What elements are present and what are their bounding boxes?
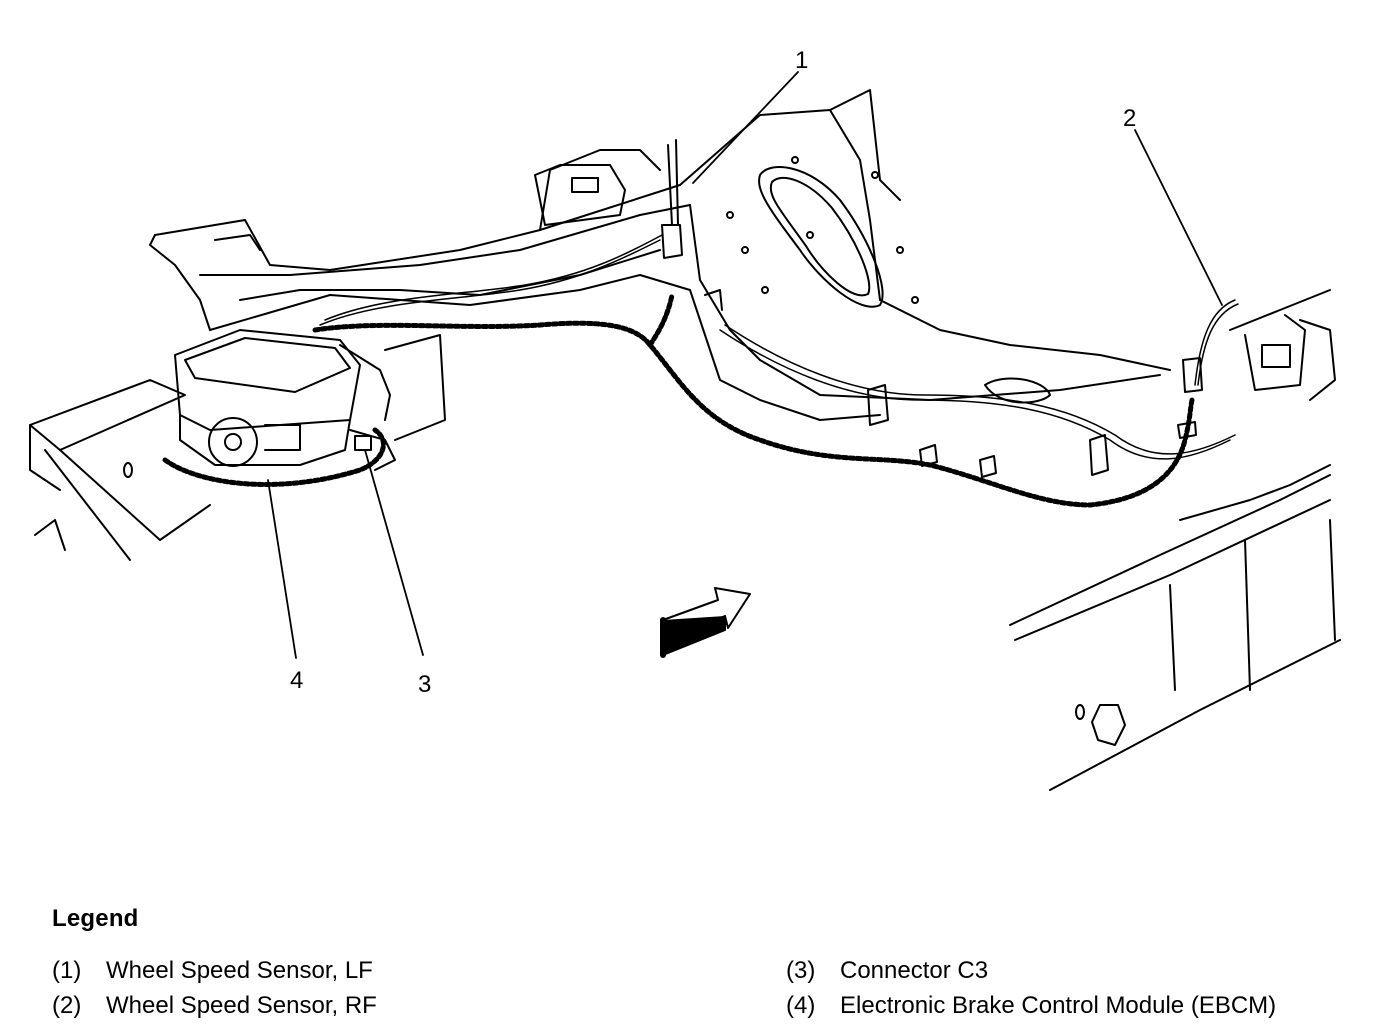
legend-item-text: Electronic Brake Control Module (EBCM) <box>840 992 1277 1019</box>
front-direction-arrow <box>660 587 751 658</box>
callout-1: 1 <box>795 47 808 74</box>
legend-title: Legend <box>52 905 139 932</box>
center-crossmember <box>679 89 1171 421</box>
legend-item-1: (1) Wheel Speed Sensor, LF <box>52 957 373 985</box>
legend-item-number: (3) <box>786 957 816 984</box>
legend-item-text: Wheel Speed Sensor, RF <box>106 992 377 1019</box>
legend-item-number: (1) <box>52 957 82 984</box>
callout-3: 3 <box>418 671 431 698</box>
legend-item-2: (2) Wheel Speed Sensor, RF <box>52 992 377 1020</box>
harness-clips <box>867 384 1109 478</box>
front-crossmember <box>149 149 691 331</box>
leader-line-3 <box>364 449 424 656</box>
rf-wheel-sensor <box>1177 357 1203 439</box>
right-frame-rail <box>1009 289 1341 791</box>
leader-line-4 <box>267 479 297 659</box>
wiring-harness <box>162 292 1195 508</box>
lf-wheel-sensor <box>661 139 723 311</box>
legend-item-number: (2) <box>52 992 82 1019</box>
legend-item-text: Wheel Speed Sensor, LF <box>106 957 373 984</box>
legend-item-text: Connector C3 <box>840 957 989 984</box>
left-frame-rail <box>29 379 211 561</box>
legend: Legend (1) Wheel Speed Sensor, LF (2) Wh… <box>52 905 1372 1025</box>
leader-line-2 <box>1134 129 1223 306</box>
callout-4: 4 <box>290 667 303 694</box>
brake-lines <box>319 234 1239 460</box>
leader-line-1 <box>692 71 799 184</box>
frame-diagram: 1 2 3 4 <box>29 47 1341 791</box>
legend-item-3: (3) Connector C3 <box>786 957 988 985</box>
legend-item-number: (4) <box>786 992 816 1019</box>
ebcm-module <box>174 329 446 471</box>
legend-item-4: (4) Electronic Brake Control Module (EBC… <box>786 992 1276 1020</box>
leader-lines <box>267 71 1223 659</box>
callout-2: 2 <box>1123 105 1136 132</box>
